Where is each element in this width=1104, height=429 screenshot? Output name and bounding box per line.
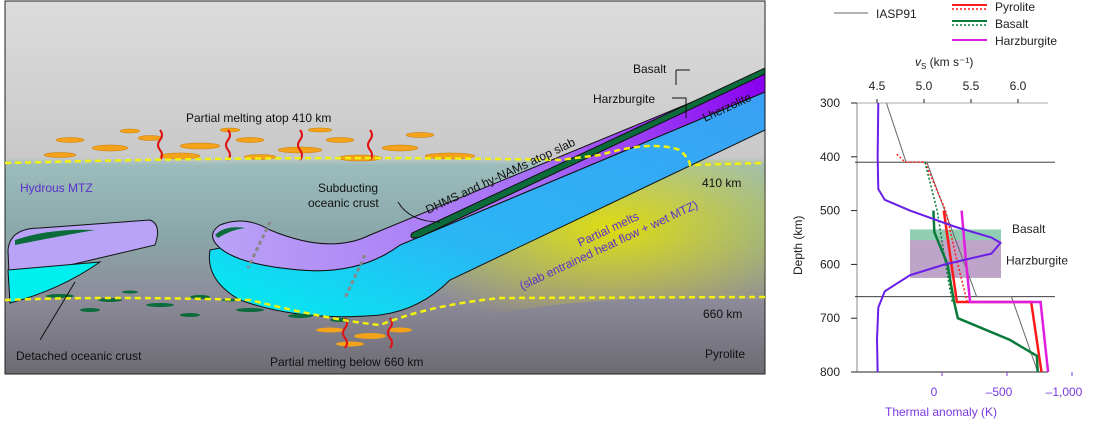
slab-basalt xyxy=(410,67,766,239)
sinking-arrow-icon xyxy=(343,254,367,299)
detached-slab-lherzolite xyxy=(7,261,102,304)
velocity-profile-chart: IASP91 Pyrolite Basalt Harzburgite vS (k… xyxy=(791,0,1083,419)
sinking-arrow-icon xyxy=(246,221,272,269)
series-harzburgite xyxy=(960,210,1050,373)
label-subducting-2: oceanic crust xyxy=(308,196,379,210)
x-axis-title-bottom: Thermal anomaly (K) xyxy=(885,405,997,419)
x-tick-label: 5.0 xyxy=(916,79,933,93)
y-tick-label: 600 xyxy=(820,257,840,271)
legend-basalt: Basalt xyxy=(995,17,1029,31)
harzburgite-pointer xyxy=(672,97,687,118)
x-tick-label: 5.5 xyxy=(963,79,980,93)
y-tick-label: 700 xyxy=(820,311,840,325)
box-label-harzburgite: Harzburgite xyxy=(1006,253,1068,267)
series-basalt-dotted- xyxy=(924,161,953,303)
label-410km: 410 km xyxy=(702,176,741,190)
melt-lenses-410 xyxy=(43,127,476,162)
label-detached: Detached oceanic crust xyxy=(16,349,142,363)
y-tick-label: 400 xyxy=(820,150,840,164)
legend-harzburgite: Harzburgite xyxy=(995,34,1057,48)
detached-crust xyxy=(15,229,95,245)
melt-arrows-410 xyxy=(157,129,373,161)
basalt-pointer xyxy=(675,69,690,85)
slab-crust-tip xyxy=(215,227,245,238)
thermal-tick-label: 0 xyxy=(931,385,938,399)
y-axis-title: Depth (km) xyxy=(791,216,805,275)
thermal-tick-label: –1,000 xyxy=(1046,385,1083,399)
label-hydrous-mtz: Hydrous MTZ xyxy=(20,181,93,195)
label-basalt: Basalt xyxy=(633,62,667,76)
box-label-basalt: Basalt xyxy=(1012,222,1046,236)
series-basalt xyxy=(932,210,1039,373)
660-boundary xyxy=(4,295,766,327)
legend-iasp91: IASP91 xyxy=(876,7,917,21)
box-harzburgite xyxy=(910,240,1001,278)
x-tick-label: 4.5 xyxy=(869,79,886,93)
partial-melt-zone xyxy=(380,160,765,330)
series-iasp91 xyxy=(885,102,1039,373)
y-tick-label: 500 xyxy=(820,204,840,218)
label-subducting-1: Subducting xyxy=(318,181,378,195)
label-harzburgite: Harzburgite xyxy=(593,92,655,106)
410-boundary xyxy=(4,144,766,167)
legend: IASP91 Pyrolite Basalt Harzburgite xyxy=(834,0,1057,48)
thermal-tick-label: –500 xyxy=(986,385,1013,399)
detached-pointer xyxy=(39,281,76,341)
x-axis-title-top: vS (km s⁻¹) xyxy=(915,55,973,71)
series-thermal-anomaly xyxy=(875,102,1003,373)
y-tick-label: 800 xyxy=(820,365,840,379)
crust-pointer xyxy=(397,201,441,223)
label-partial-melting-660: Partial melting below 660 km xyxy=(270,355,423,369)
x-tick-label: 6.0 xyxy=(1010,79,1027,93)
crust-fragments xyxy=(46,290,350,322)
subduction-diagram: Basalt Harzburgite Lherzolite Partial me… xyxy=(4,0,766,375)
label-660km: 660 km xyxy=(703,307,742,321)
slab-harzburgite xyxy=(212,71,766,272)
series-pyrolite-dotted- xyxy=(896,153,968,303)
y-tick-label: 300 xyxy=(820,96,840,110)
label-pyrolite: Pyrolite xyxy=(705,347,745,361)
melt-lenses-660 xyxy=(316,327,412,347)
melt-arrows-660 xyxy=(342,317,393,349)
label-partial-melting-410: Partial melting atop 410 km xyxy=(186,111,331,125)
legend-pyrolite: Pyrolite xyxy=(995,0,1035,14)
